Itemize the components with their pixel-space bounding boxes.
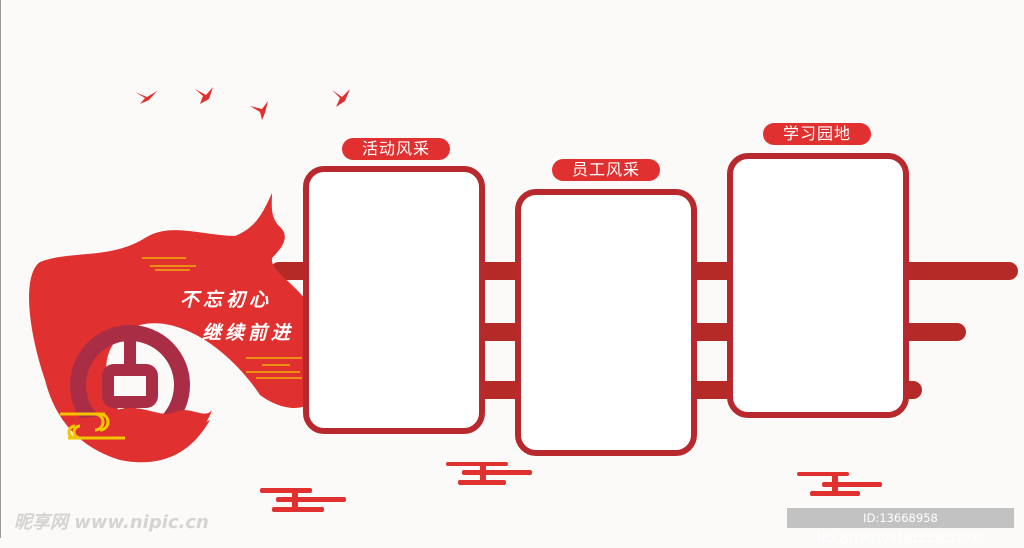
slogan-line-1: 不忘初心 (180, 289, 273, 311)
watermark: 昵享网 www.nipic.cn (14, 512, 209, 533)
bird-icon (135, 91, 157, 104)
cloud-ornaments (60, 257, 302, 440)
frame-staff (515, 189, 697, 456)
frame-activity (303, 166, 485, 434)
bird-icon (332, 89, 350, 107)
red-flag (29, 193, 306, 463)
ground-decor (260, 462, 882, 512)
left-border (0, 0, 1, 538)
bird-icon (250, 101, 268, 120)
frames (303, 153, 909, 456)
birds (135, 87, 350, 120)
panel-label-staff: 员工风采 (552, 159, 660, 181)
frame-study (727, 153, 909, 418)
image-id-bar: ID:13668958 NO:20190108161223052030 (787, 508, 1014, 545)
bird-icon (195, 87, 213, 104)
panel-label-study: 学习园地 (763, 123, 871, 145)
panel-label-activity: 活动风采 (342, 138, 450, 160)
slogan-line-2: 继续前进 (202, 322, 295, 344)
